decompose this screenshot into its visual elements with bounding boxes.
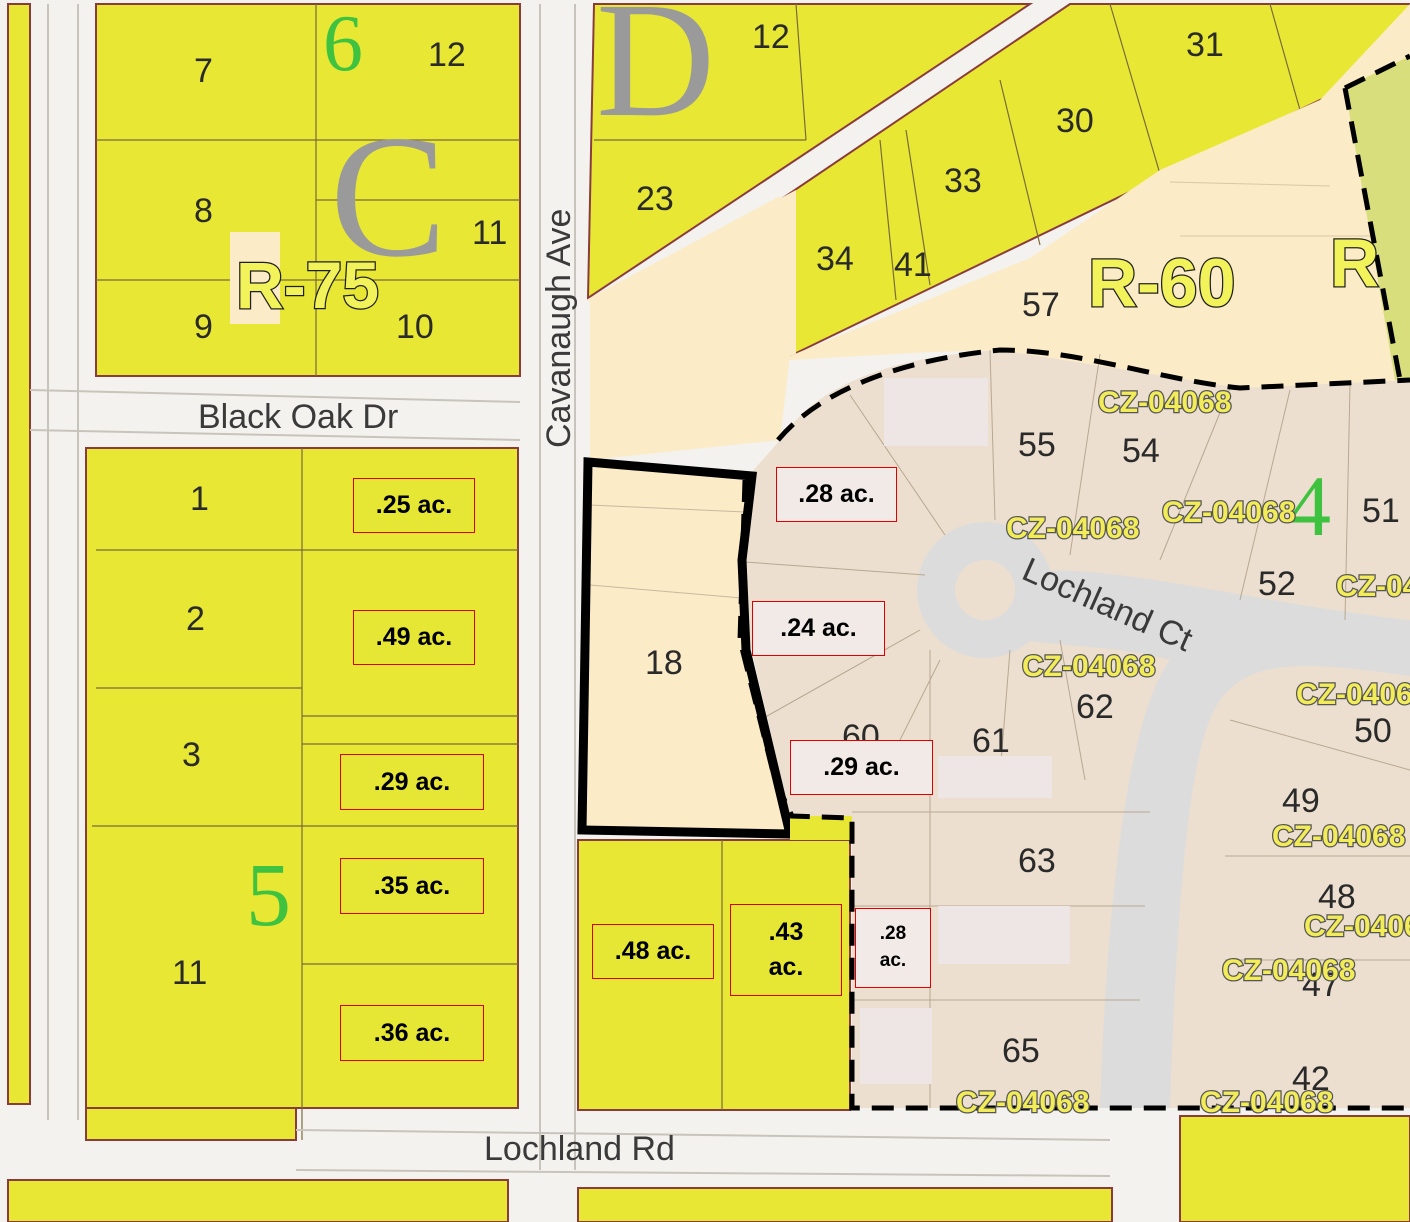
street-name-lochland-rd: Lochland Rd: [484, 1130, 675, 1168]
label-bg: [230, 232, 280, 324]
parcel[interactable]: [586, 3, 1034, 300]
lot-number: 42: [1292, 1060, 1330, 1098]
cz-boundary-left: [737, 479, 1410, 1111]
cz-label: CZ-04068: [1098, 386, 1231, 419]
lot-lines-d: [594, 3, 807, 141]
r60-zone-area-2: [586, 4, 1410, 388]
cz-label: CZ-04068: [1162, 496, 1295, 529]
lot-number: 33: [944, 162, 982, 200]
lot-number: 12: [752, 18, 790, 56]
lot-lines-cz: [744, 349, 1410, 1108]
lot-number: 63: [1018, 842, 1056, 880]
lot-lines-top: [879, 3, 1301, 301]
acreage-label: .28 ac.: [776, 467, 897, 522]
cz-label: CZ-04068: [956, 1086, 1089, 1119]
parcel[interactable]: [7, 3, 31, 1105]
acreage-label: .29 ac.: [340, 754, 484, 810]
cz-label: CZ-04068: [1200, 1086, 1333, 1119]
acreage-label: .43 ac.: [730, 904, 842, 996]
lot-number: 23: [636, 180, 674, 218]
lot-lines-r60: [1169, 181, 1370, 237]
redaction-mask: [938, 906, 1070, 964]
lochland-ct-road[interactable]: [960, 570, 1410, 1108]
lot-lines-c: [96, 4, 520, 376]
lot-number: 10: [396, 308, 434, 346]
lot-number: 49: [1282, 782, 1320, 820]
lot-number: 48: [1318, 878, 1356, 916]
cz-label: CZ-0406: [1296, 678, 1410, 711]
block-number-5: 5: [246, 846, 291, 945]
lot-number: 57: [1022, 286, 1060, 324]
lot-number: 54: [1122, 432, 1160, 470]
redaction-mask: [884, 378, 988, 446]
lot-number: 2: [186, 600, 205, 638]
lot-number: 65: [1002, 1032, 1040, 1070]
cul-de-sac-island: [955, 560, 1015, 620]
lot-number: 11: [172, 954, 207, 992]
lot-number: 9: [194, 308, 213, 346]
lot-number: 8: [194, 192, 213, 230]
redaction-mask: [938, 756, 1052, 798]
cz-label: CZ-04068: [1022, 650, 1155, 683]
acreage-label: .29 ac.: [790, 740, 933, 795]
street-name-black-oak-dr: Black Oak Dr: [198, 398, 398, 436]
lot-number: 31: [1186, 26, 1224, 64]
lot-number: 61: [972, 722, 1010, 760]
parcel[interactable]: [577, 1187, 1113, 1222]
block-c-parcels: [95, 3, 521, 377]
cz-label: CZ-04: [1336, 570, 1410, 603]
lot-number: 34: [816, 240, 854, 278]
r-boundary: [1342, 53, 1410, 381]
parcel[interactable]: [1179, 1115, 1410, 1222]
street-name-cavanaugh-ave: Cavanaugh Ave: [540, 209, 578, 448]
lot-number: 55: [1018, 426, 1056, 464]
lot-number: 1: [190, 480, 209, 518]
subject-parcel-outline: [577, 457, 796, 839]
lot-number: 52: [1258, 565, 1296, 603]
cz-boundary-top: [776, 347, 1410, 442]
lot-number: 30: [1056, 102, 1094, 140]
zone-label-r: R: [1330, 225, 1379, 301]
lot-number: 3: [182, 736, 201, 774]
lot-number: 41: [894, 246, 932, 284]
acreage-label: .24 ac.: [752, 601, 885, 656]
subject-parcel[interactable]: [582, 462, 790, 834]
block-number-6: 6: [323, 0, 363, 88]
acreage-label: .48 ac.: [592, 924, 714, 979]
parcel[interactable]: [85, 1107, 297, 1141]
lot-number: 51: [1362, 492, 1400, 530]
acreage-label: .36 ac.: [340, 1005, 484, 1061]
parcel[interactable]: [1345, 56, 1410, 380]
parcel[interactable]: [7, 1179, 509, 1222]
block-letter-d: D: [596, 0, 715, 151]
zone-label-r75: R-75: [236, 248, 379, 322]
lot-number: 12: [428, 36, 466, 74]
redaction-mask: [860, 1008, 932, 1084]
lot-lines-5: [92, 448, 518, 1140]
acreage-label: .25 ac.: [353, 478, 475, 533]
parcel[interactable]: [95, 3, 521, 377]
zone-label-r60: R-60: [1088, 245, 1235, 321]
lot-number: 18: [645, 644, 683, 682]
lot-number: 7: [194, 52, 213, 90]
lot-number: 11: [472, 214, 507, 252]
cz-label: CZ-04068: [1222, 954, 1355, 987]
acreage-label: .28 ac.: [855, 908, 931, 988]
block-letter-c: C: [330, 99, 447, 293]
lot-number: 47: [1302, 966, 1340, 1004]
cz-label: CZ-04068: [1006, 512, 1139, 545]
block-number-4: 4: [1288, 458, 1331, 554]
lot-number: 50: [1354, 712, 1392, 750]
road-edges: [29, 4, 1111, 1177]
acreage-label: .35 ac.: [340, 858, 484, 914]
acreage-label: .49 ac.: [353, 610, 475, 665]
lot-lines-18: [589, 504, 746, 599]
cz-label: CZ-04068: [1272, 820, 1405, 853]
lot-number: 62: [1076, 688, 1114, 726]
cz-label: CZ-0406: [1304, 910, 1410, 943]
